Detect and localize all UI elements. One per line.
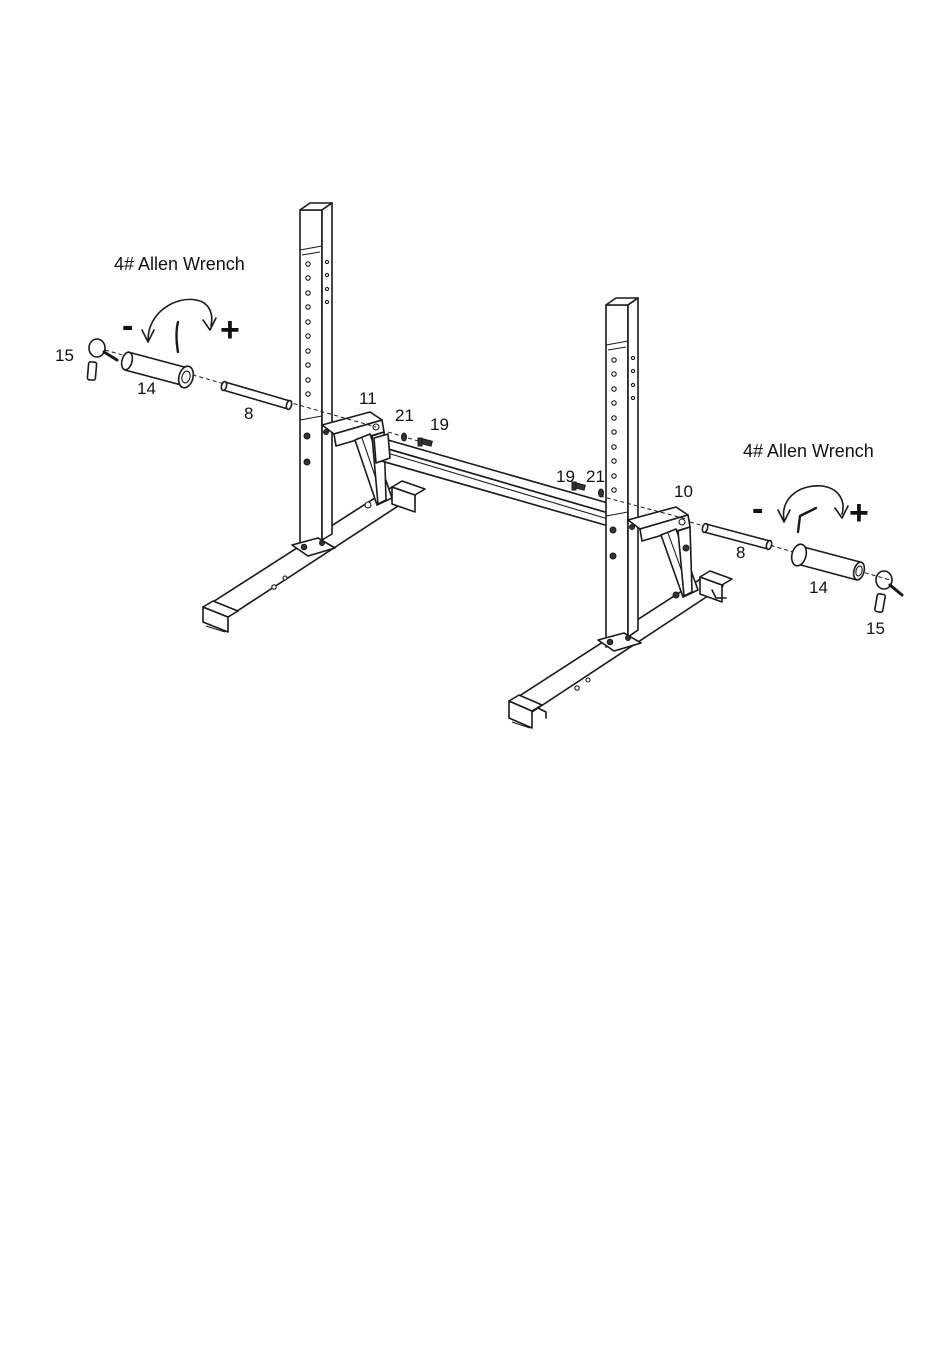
crossbar-end-plate — [374, 434, 390, 463]
label-left-bracket: 11 — [359, 389, 377, 408]
washer-icon — [599, 489, 604, 497]
label-right-sleeve: 14 — [809, 578, 828, 597]
label-right-bracket: 10 — [674, 482, 693, 501]
right-minus-sign: - — [752, 490, 763, 528]
bolt-icon — [365, 502, 371, 508]
allen-wrench-icon — [778, 486, 848, 532]
washer-icon — [402, 433, 407, 441]
bolt-icon — [304, 459, 310, 465]
label-right-bolt: 19 — [556, 467, 575, 486]
cross-bar — [374, 434, 622, 527]
allen-wrench-icon — [142, 299, 216, 352]
weight-sleeve-right — [789, 543, 866, 581]
label-left-sleeve: 14 — [137, 379, 156, 398]
label-right-clip: 15 — [866, 619, 885, 638]
pin-left — [220, 381, 292, 410]
spring-clip-icon — [874, 571, 902, 613]
right-tool-label: 4# Allen Wrench — [743, 441, 874, 461]
bolt-icon — [418, 438, 432, 446]
left-minus-sign: - — [122, 307, 133, 345]
weight-sleeve-left — [120, 351, 196, 389]
left-tool-label: 4# Allen Wrench — [114, 254, 245, 274]
bolt-icon — [304, 433, 310, 439]
label-left-pin: 8 — [244, 404, 253, 423]
left-plus-sign: + — [220, 311, 240, 349]
left-upright — [300, 210, 322, 550]
right-stand — [509, 298, 732, 728]
label-left-washer: 21 — [395, 406, 414, 425]
label-right-washer: 21 — [586, 467, 605, 486]
label-right-pin: 8 — [736, 543, 745, 562]
label-left-clip: 15 — [55, 346, 74, 365]
right-upright — [606, 305, 628, 647]
right-plus-sign: + — [849, 494, 869, 532]
label-left-bolt: 19 — [430, 415, 449, 434]
spring-clip-icon — [87, 339, 117, 380]
